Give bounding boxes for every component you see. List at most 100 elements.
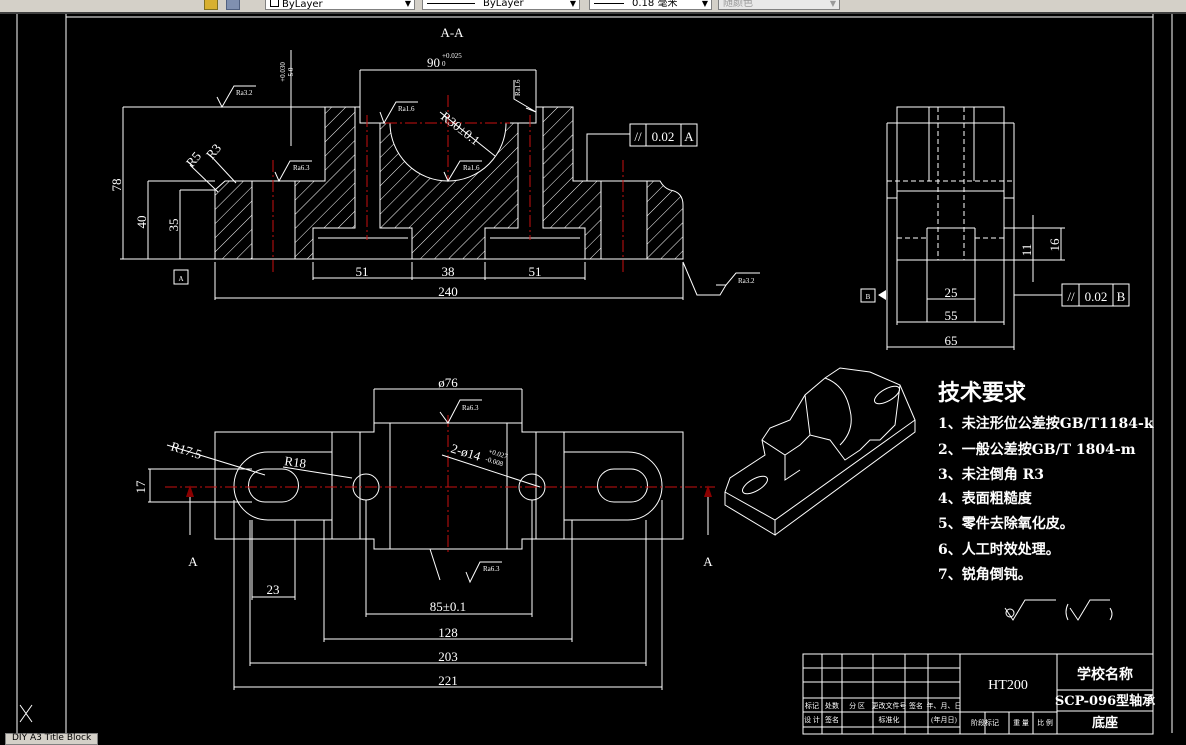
chevron-down-icon: ▼ (701, 0, 708, 8)
lineweight-select[interactable]: 0.18 毫米 ▼ (589, 0, 712, 10)
section-mark-a-left: A (188, 554, 198, 569)
dim-16: 16 (1047, 238, 1062, 252)
dim-78: 78 (109, 179, 124, 192)
tech-item: 5、零件去除氧化皮。 (938, 515, 1074, 532)
linetype-select[interactable]: ByLayer ▼ (422, 0, 580, 10)
dim-35: 35 (166, 219, 181, 232)
datum-box-a (173, 269, 189, 285)
svg-text:标准化: 标准化 (879, 715, 900, 724)
dim-11: 11 (1019, 244, 1034, 257)
dim-51-left: 51 (356, 264, 369, 279)
dim-17: 17 (133, 480, 148, 494)
layer-previous-icon[interactable] (226, 0, 240, 10)
dim-90-tol-upper: +0.025 (442, 52, 462, 60)
roughness-symbols: Ra3.2 Ra1.6 Ra6.3 Ra1.6 Ra1.6 Ra3.2 (216, 79, 760, 296)
dim-dia76: ø76 (438, 375, 458, 390)
chevron-down-icon: ▼ (569, 0, 576, 8)
chevron-down-icon: ▼ (404, 0, 411, 8)
isometric-view (724, 367, 916, 536)
svg-text:A: A (684, 129, 694, 144)
tech-item: 4、表面粗糙度 (938, 490, 1033, 507)
dim-r30: R30±0.1 (438, 109, 483, 149)
ucs-icon (19, 704, 33, 723)
svg-text:处数: 处数 (825, 701, 839, 710)
material-text: HT200 (988, 678, 1028, 693)
roughness-symbol: Ra6.3 (462, 404, 479, 412)
layer-states-icon[interactable] (204, 0, 218, 10)
svg-text:签名: 签名 (825, 715, 839, 724)
tech-title: 技术要求 (938, 380, 1026, 406)
linetype-select-value: ByLayer (483, 0, 524, 9)
svg-text:(年月日): (年月日) (931, 715, 957, 724)
drawing-frame (16, 14, 1173, 733)
roughness-symbol: Ra6.3 (483, 565, 500, 573)
tech-item: 2、一般公差按GB/T 1804-m (938, 441, 1136, 458)
dim-128: 128 (438, 625, 458, 640)
part-name-2: 底座 (1092, 715, 1118, 731)
tech-item: 6、人工时效处理。 (938, 541, 1060, 558)
dim-38: 38 (442, 264, 455, 279)
tech-item: 7、锐角倒钝。 (938, 566, 1032, 583)
part-name: SCP-096型轴承 (1055, 693, 1155, 709)
dim-23: 23 (267, 582, 280, 597)
dim-55: 55 (945, 308, 958, 323)
dim-51-right: 51 (529, 264, 542, 279)
tech-item: 1、未注形位公差按GB/T1184-k (938, 415, 1154, 432)
plotstyle-select: 随颜色 ▼ (718, 0, 840, 10)
dim-40: 40 (134, 216, 149, 229)
svg-text:设 计: 设 计 (804, 715, 820, 724)
dim-65: 65 (945, 333, 958, 348)
svg-text://: // (1067, 289, 1075, 304)
side-view[interactable]: 11 16 25 55 65 B // 0.02 B (860, 106, 1130, 350)
dim-holes: 2-ø14 (449, 441, 483, 464)
dim-25: 25 (945, 285, 958, 300)
svg-text:B: B (1117, 289, 1126, 304)
roughness-other-icon (1065, 599, 1113, 621)
svg-text:比 例: 比 例 (1037, 718, 1053, 727)
dim-r3: R3 (203, 141, 224, 162)
svg-text:0.02: 0.02 (652, 129, 675, 144)
title-block: 标记 处数 分 区 更改文件号 签名 年、月、日 设 计 签名 标准化 (年月日… (802, 653, 1155, 735)
dim-85: 85±0.1 (430, 599, 466, 614)
layout-tab-label: DIY A3 Title Block (12, 733, 92, 743)
datum-b: B (866, 293, 871, 301)
svg-text:标记: 标记 (805, 701, 819, 710)
dim-r18: R18 (284, 453, 308, 471)
svg-text:Ra1.6: Ra1.6 (463, 164, 480, 172)
properties-toolbar: ByLayer ▼ ByLayer ▼ 0.18 毫米 ▼ 随颜色 ▼ (0, 0, 1186, 14)
dim-90-tol-lower: 0 (442, 60, 446, 68)
svg-text://: // (634, 129, 642, 144)
svg-text:重 量: 重 量 (1013, 719, 1029, 727)
technical-requirements: 技术要求 1、未注形位公差按GB/T1184-k 2、一般公差按GB/T 180… (938, 380, 1154, 621)
svg-text:Ra6.3: Ra6.3 (293, 164, 310, 172)
dim-221: 221 (438, 673, 458, 688)
dim-90: 90 (427, 55, 440, 70)
dim-r17-5: R17.5 (169, 439, 203, 463)
svg-text:Ra1.6: Ra1.6 (514, 79, 522, 96)
plotstyle-select-value: 随颜色 (723, 0, 753, 9)
school-name: 学校名称 (1077, 666, 1133, 683)
svg-text:0.02: 0.02 (1085, 289, 1108, 304)
dim-203: 203 (438, 649, 458, 664)
svg-text:签名: 签名 (909, 701, 923, 710)
datum-a: A (178, 275, 183, 283)
dim-tol-vertical-2: 5 0 (287, 67, 295, 76)
svg-text:Ra3.2: Ra3.2 (236, 89, 253, 97)
color-select[interactable]: ByLayer ▼ (265, 0, 415, 10)
svg-text:更改文件号: 更改文件号 (872, 701, 907, 710)
svg-text:Ra1.6: Ra1.6 (398, 105, 415, 113)
tolerance-frame-b: // 0.02 B (1061, 283, 1130, 307)
section-title: A-A (440, 25, 464, 40)
svg-text:阶段标记: 阶段标记 (971, 718, 999, 727)
lineweight-select-value: 0.18 毫米 (632, 0, 678, 9)
svg-text:年、月、日: 年、月、日 (927, 701, 962, 710)
svg-text:分 区: 分 区 (849, 701, 865, 710)
chevron-down-icon: ▼ (829, 0, 836, 8)
layout-tab[interactable]: DIY A3 Title Block (5, 733, 99, 745)
dim-240: 240 (438, 284, 458, 299)
plan-view[interactable]: A A ø76 R17.5 R18 2-ø14 +0.027 -0.008 17… (133, 375, 715, 690)
section-view-a-a[interactable]: A-A 78 40 35 +0.030 5 0 90 +0.025 0 R30±… (109, 25, 760, 300)
tolerance-frame-a: // 0.02 A (629, 123, 698, 147)
color-select-value: ByLayer (282, 0, 323, 10)
